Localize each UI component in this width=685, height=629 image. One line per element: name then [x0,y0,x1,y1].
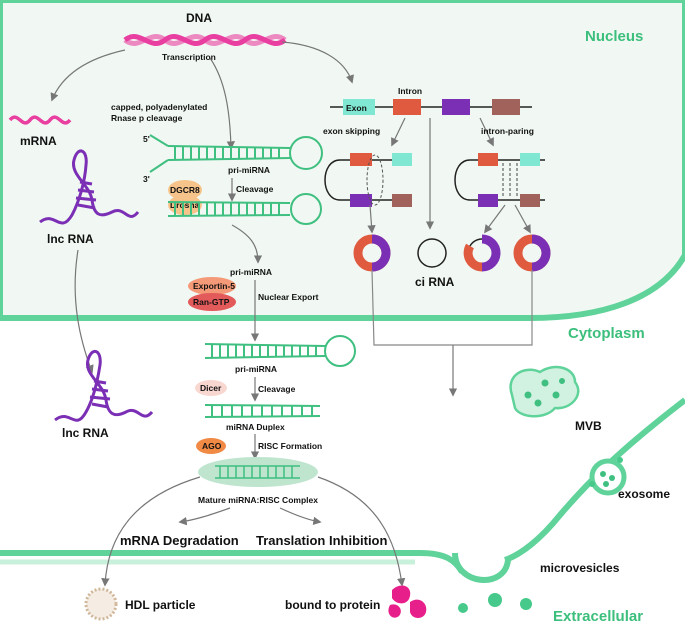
arrow-to-mrna [50,49,126,102]
pri-mirna-hairpin-2 [167,193,322,225]
mrna-degradation-label: mRNA Degradation [120,533,239,548]
mature-risc-complex [198,457,318,487]
circrna-ring-1 [353,234,391,272]
dicer-label: Dicer [200,383,222,393]
exon-label: Exon [346,103,367,113]
exon-skipping-loop [324,153,412,207]
ago-label: AGO [202,441,222,451]
microvesicles-label: microvesicles [540,561,620,575]
arrow-intron-paring [479,117,494,147]
dgcr8-label: DGCR8 [170,185,200,195]
cleavage-label-1: Cleavage [236,184,274,194]
arrow-to-circ-3 [484,204,506,234]
intron-label: Intron [398,86,422,96]
nucleus-title: Nucleus [585,28,643,45]
exosome-label: exosome [618,487,670,501]
dgcr8-badge [168,180,202,200]
mrna-strand-icon [8,115,72,125]
nucleus-membrane [0,0,685,321]
circrna-ring-2 [417,238,447,268]
translation-inhibition-label: Translation Inhibition [256,533,388,548]
five-prime-label: 5' [143,134,150,144]
lncrna-cytoplasm-icon [54,349,154,422]
rangtp-label: Ran-GTP [193,297,230,307]
drosha-label: Drosha [170,200,200,210]
pri-mirna-hairpin-1 [149,134,323,173]
nuclear-export-label: Nuclear Export [258,292,319,302]
exportin-label: Exportin-5 [193,281,235,291]
arrow-to-gene [281,41,354,84]
circrna-ring-4 [513,234,551,272]
dna-label: DNA [186,11,212,25]
hdl-label: HDL particle [125,598,196,612]
risc-formation-label: RISC Formation [258,441,322,451]
pri-mirna-label-2: pri-miRNA [230,267,272,277]
pri-mirna-label-3: pri-miRNA [235,364,277,374]
exon-skipping-label: exon skipping [323,126,380,136]
hdl-particle-icon [84,587,118,621]
exosome-bud-icon [589,458,627,496]
exportin-badge [188,277,236,295]
extracellular-vesicles [458,457,623,613]
lncrna-nucleus-icon [39,149,140,225]
intron-paring-label: intron-paring [481,126,534,136]
rangtp-badge [188,293,236,311]
capped-label-2: Rnase p cleavage [111,113,183,123]
mature-complex-label: Mature miRNA:RISC Complex [198,495,318,505]
capped-label-1: capped, polyadenylated [111,102,207,112]
intron-paring-loop [454,153,545,207]
arrow-to-pri-mirna-2 [231,224,263,264]
mirna-duplex-label: miRNA Duplex [226,422,285,432]
extracellular-title: Extracellular [553,608,643,625]
drosha-badge [168,195,202,215]
arrow-to-pri-mirna [209,57,236,150]
arrow-to-degradation [178,507,231,526]
microvesicle-bud-icon [452,552,511,583]
dna-helix-icon [123,34,287,46]
three-prime-label: 3' [143,174,150,184]
dicer-badge [195,380,227,396]
circrna-label: ci RNA [415,275,455,289]
mvb-icon [509,365,580,418]
gene-exon-intron-track [330,99,532,115]
pri-mirna-hairpin-3 [204,335,356,367]
mirna-duplex [204,404,321,418]
ago-badge [196,438,226,454]
lncrna-cytoplasm-label: lnc RNA [62,426,109,440]
arrow-to-circ-4 [514,204,531,234]
arrow-to-circ-1 [367,204,376,234]
pri-mirna-label-1: pri-miRNA [228,165,270,175]
transcription-label: Transcription [162,52,216,62]
protein-icon [388,585,427,618]
bound-protein-label: bound to protein [285,598,380,612]
arrow-exon-skipping [391,117,406,147]
cytoplasm-title: Cytoplasm [568,325,645,342]
arrow-to-hdl [101,476,201,587]
cleavage-label-2: Cleavage [258,384,296,394]
arrow-to-inhibition [279,507,322,526]
mature-risc-ladder [215,465,300,479]
arrow-to-protein [317,476,406,587]
mrna-label: mRNA [20,134,57,148]
lncrna-nucleus-label: lnc RNA [47,232,94,246]
mvb-label: MVB [575,419,602,433]
circrna-ring-3 [463,234,501,272]
